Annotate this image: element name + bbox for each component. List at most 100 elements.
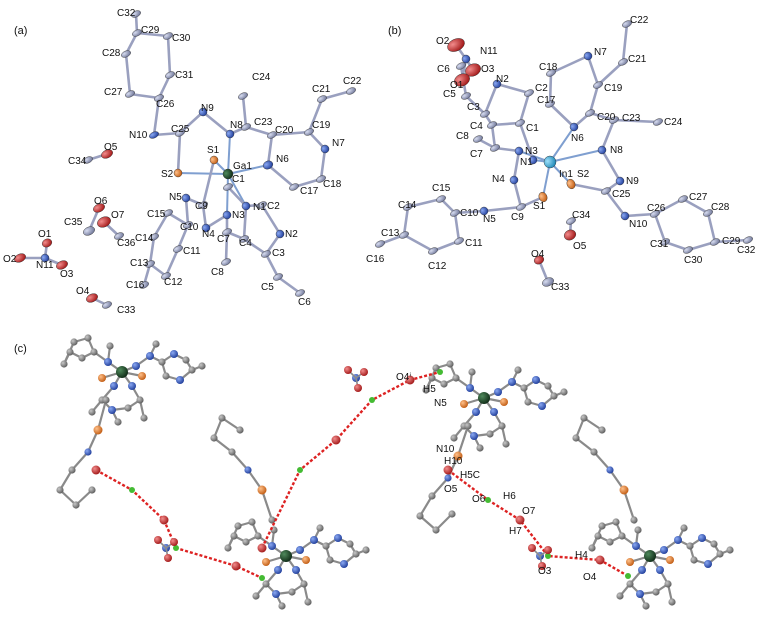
carbon-atom <box>428 374 436 382</box>
atom-label-c23: C23 <box>254 117 273 128</box>
nitrogen-atom <box>310 536 318 544</box>
atom-label-o1: O1 <box>450 80 464 91</box>
atom-label-c22: C22 <box>343 76 362 87</box>
atom-c31 <box>660 238 670 246</box>
packing-bond <box>213 437 233 453</box>
atom-label-c4: C4 <box>239 238 252 249</box>
atom-c27 <box>125 90 135 98</box>
bond-s1-c9 <box>201 158 216 207</box>
oxygen-atom <box>231 561 241 571</box>
bond-c5-c6 <box>276 275 302 295</box>
oxygen-atom <box>257 543 267 553</box>
atom-label-n3: N3 <box>525 146 538 157</box>
nitrogen-atom <box>698 534 706 542</box>
carbon-atom <box>690 556 698 564</box>
atom-label-n5: N5 <box>169 192 182 203</box>
atom-label-o7: O7 <box>111 210 125 221</box>
carbon-atom <box>152 340 160 348</box>
carbon-atom <box>90 348 98 356</box>
atom-c23 <box>609 116 619 124</box>
atom-c1 <box>223 183 233 191</box>
carbon-atom <box>498 422 506 430</box>
carbon-atom <box>572 434 580 442</box>
atom-label-n11: N11 <box>480 46 498 57</box>
oxygen-atom <box>91 465 101 475</box>
nitrogen-atom <box>274 566 282 574</box>
panel-b-label: (b) <box>388 25 401 37</box>
atom-label-s2: S2 <box>161 169 174 180</box>
bond-n8-n9 <box>600 148 622 183</box>
nitrogen-atom <box>176 376 184 384</box>
nitrogen-atom <box>466 384 474 392</box>
bond-c27-c28 <box>681 197 710 215</box>
atom-o2 <box>447 38 465 52</box>
atom-label-s1: S1 <box>533 201 546 212</box>
bond-c17-n6 <box>266 163 296 189</box>
bond-c28-c27 <box>124 52 132 96</box>
nitrogen-atom <box>674 536 682 544</box>
atom-c33 <box>102 301 112 309</box>
hydrogen-bond-chain-3 <box>443 465 631 579</box>
atom-c8 <box>221 258 231 266</box>
carbon-atom <box>606 538 614 546</box>
oxygen-atom <box>538 562 546 570</box>
atom-label-c33: C33 <box>117 305 136 316</box>
atom-c29 <box>710 238 720 246</box>
bond-c2-n2 <box>495 82 531 95</box>
atom-c36 <box>114 232 124 240</box>
carbon-atom <box>594 532 602 540</box>
packing-arm-4 <box>572 414 638 524</box>
atom-c4 <box>239 235 249 243</box>
nitrogen-atom <box>292 566 300 574</box>
hbond-label-6: O5 <box>444 484 458 495</box>
atom-c12 <box>428 247 438 255</box>
atom-c19 <box>304 128 314 136</box>
carbon-atom <box>716 550 724 558</box>
carbon-atom <box>230 532 238 540</box>
bond-c18-c17 <box>548 71 553 106</box>
oxygen-atom <box>354 384 362 392</box>
atom-n7 <box>320 144 330 154</box>
bond-c20-c19 <box>270 130 311 137</box>
carbon-atom <box>262 580 270 588</box>
atom-label-n8: N8 <box>610 145 623 156</box>
hbond-label-9: O7 <box>522 506 536 517</box>
carbon-atom <box>630 516 638 524</box>
atom-label-c3: C3 <box>272 248 285 259</box>
atom-label-c29: C29 <box>141 25 160 36</box>
atom-c15 <box>436 195 446 203</box>
atom-c5 <box>273 273 283 281</box>
atom-c35 <box>83 226 95 236</box>
atom-o1 <box>41 238 53 248</box>
carbon-atom <box>550 392 558 400</box>
bond-c20-c19 <box>588 83 600 115</box>
packing-bond <box>221 417 241 431</box>
packing-bond <box>435 513 453 531</box>
atom-n10 <box>149 131 159 139</box>
nitrogen-atom <box>296 546 304 554</box>
oxygen-atom <box>344 366 352 374</box>
atom-label-c1: C1 <box>232 174 245 185</box>
atom-label-c2: C2 <box>535 83 548 94</box>
hydrogen-atom <box>625 573 631 579</box>
panel-a-atom-labels: C32C29C30C28C31C27C26C24C21C22N9C23N10C2… <box>3 8 362 316</box>
atom-label-c17: C17 <box>537 95 556 106</box>
atom-label-n9: N9 <box>626 176 639 187</box>
atom-label-n4: N4 <box>202 229 215 240</box>
atom-label-c30: C30 <box>684 255 703 266</box>
carbon-atom <box>440 380 448 388</box>
carbon-atom <box>124 404 132 412</box>
atom-c7 <box>490 144 500 152</box>
bond-c3-c5 <box>264 252 280 279</box>
atom-label-c8: C8 <box>456 131 469 142</box>
packing-arm-1 <box>56 396 110 509</box>
carbon-atom <box>626 580 634 588</box>
carbon-atom <box>114 418 122 426</box>
atom-label-n2: N2 <box>285 229 298 240</box>
atom-label-c6: C6 <box>437 64 450 75</box>
atom-label-o1: O1 <box>38 229 52 240</box>
atom-n11 <box>40 253 50 263</box>
packing-bond <box>231 451 249 471</box>
oxygen-atom <box>360 368 368 376</box>
bond-c1-c2 <box>518 91 531 125</box>
